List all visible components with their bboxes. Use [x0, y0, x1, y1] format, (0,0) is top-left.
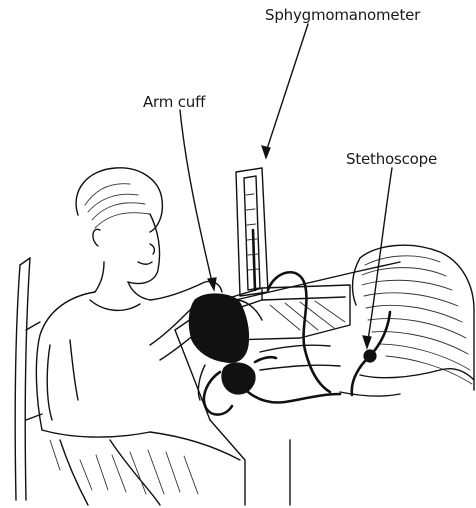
label-arm-cuff: Arm cuff	[143, 95, 205, 110]
label-sphygmomanometer: Sphygmomanometer	[265, 8, 420, 23]
chair	[15, 258, 42, 500]
examiner	[260, 245, 474, 396]
label-stethoscope: Stethoscope	[346, 152, 437, 167]
